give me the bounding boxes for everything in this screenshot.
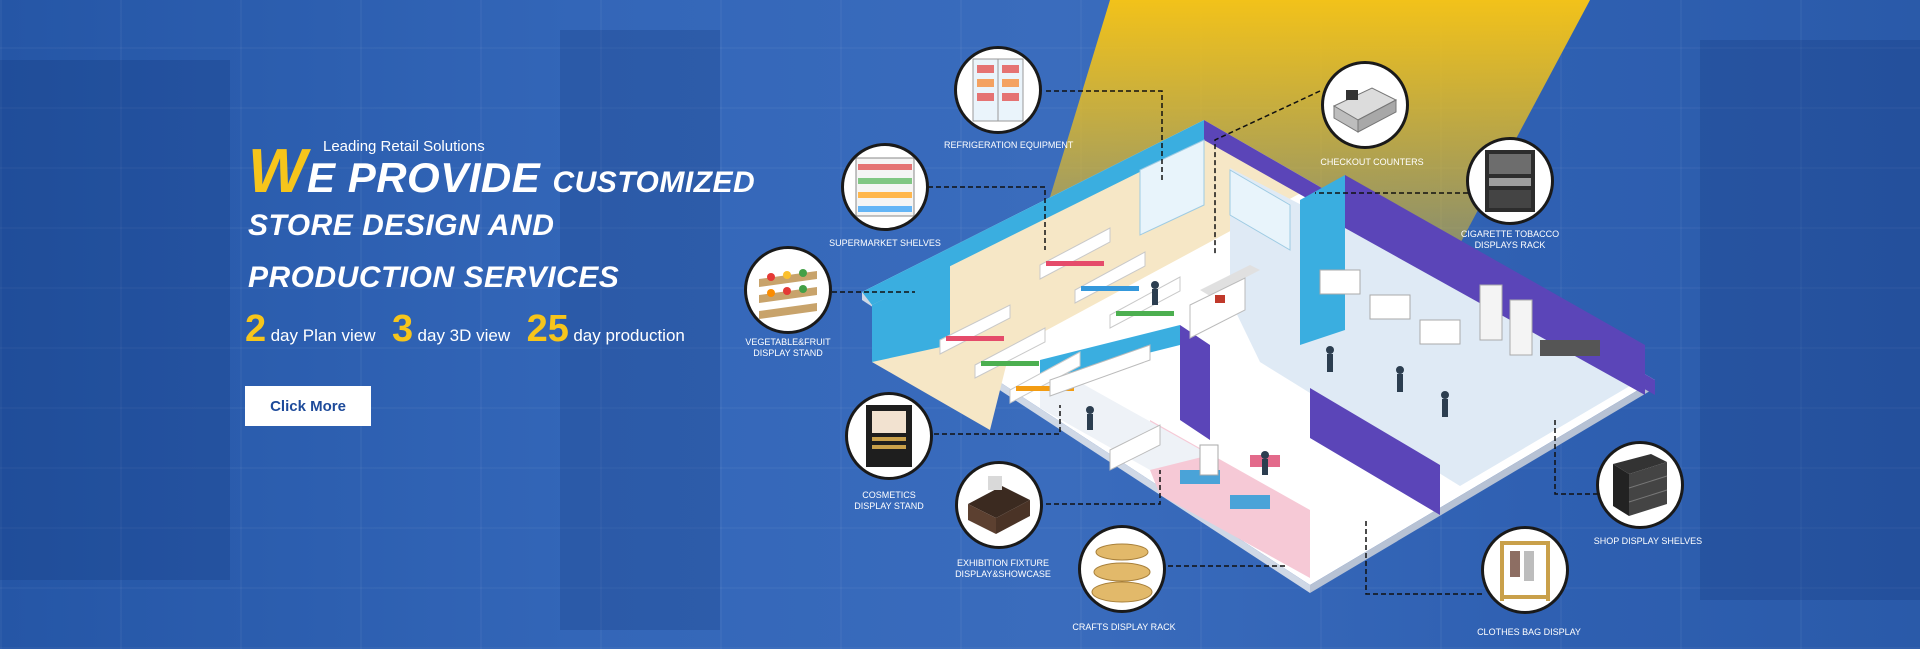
- headline-initial: W: [248, 137, 308, 206]
- crafts-display-rack-label: CRAFTS DISPLAY RACK: [1072, 622, 1176, 632]
- wooden-rack-icon: [1091, 543, 1153, 603]
- checkout-area: [1189, 265, 1260, 339]
- headline-main: E PROVIDE: [307, 154, 541, 201]
- cigarette-tobacco-rack-label: CIGARETTE TOBACCO DISPLAYS RACK: [1460, 229, 1560, 250]
- stat-number: 2: [245, 308, 267, 350]
- cosmetics-display-stand-thumbnail[interactable]: [845, 392, 933, 480]
- vegetable-fruit-stand-label: VEGETABLE&FRUIT DISPLAY STAND: [745, 337, 831, 358]
- stat-number: 3: [391, 308, 414, 350]
- clothes-bag-display-label: CLOTHES BAG DISPLAY: [1477, 627, 1581, 637]
- background-shelf: [1700, 40, 1920, 600]
- tobacco-cabinet-icon: [1485, 150, 1535, 212]
- headline-line-2: STORE DESIGN AND: [248, 209, 555, 242]
- cosmetics-display-stand-label: COSMETICS DISPLAY STAND: [854, 490, 924, 511]
- background-shelf: [560, 30, 720, 630]
- stat-text: day 3D view: [417, 326, 511, 345]
- clothes-bag-display-thumbnail[interactable]: [1481, 526, 1569, 614]
- produce-stand-icon: [759, 269, 817, 319]
- stat-text: day production: [573, 326, 685, 345]
- checkout-counter-icon: [1332, 87, 1398, 133]
- refrigeration-equipment-label: REFRIGERATION EQUIPMENT: [944, 140, 1074, 150]
- exhibition-fixture-showcase-thumbnail[interactable]: [955, 461, 1043, 549]
- checkout-counters-thumbnail[interactable]: [1321, 61, 1409, 149]
- metal-shelving-icon: [1613, 454, 1668, 516]
- appliance-display: [1319, 269, 1600, 356]
- garment-rack-icon: [1500, 541, 1550, 601]
- turnaround-stats: 2 day Plan view 3 day 3D view 25 day pro…: [245, 308, 697, 351]
- vegetable-fruit-stand-thumbnail[interactable]: [744, 246, 832, 334]
- shop-display-shelves-thumbnail[interactable]: [1596, 441, 1684, 529]
- stat-text: day Plan view: [270, 326, 376, 345]
- tagline: Leading Retail Solutions: [323, 138, 485, 155]
- checkout-counters-label: CHECKOUT COUNTERS: [1320, 157, 1424, 167]
- showcase-counter-icon: [968, 476, 1030, 534]
- exhibition-fixture-showcase-label: EXHIBITION FIXTURE DISPLAY&SHOWCASE: [955, 558, 1051, 579]
- fridge-icon: [972, 58, 1024, 122]
- supermarket-shelves-thumbnail[interactable]: [841, 143, 929, 231]
- refrigerator-row: [1139, 139, 1291, 251]
- headline-line-3: PRODUCTION SERVICES: [248, 261, 620, 294]
- cosmetics-floor: [1040, 360, 1210, 470]
- crafts-display-rack-thumbnail[interactable]: [1078, 525, 1166, 613]
- shop-display-shelves-label: SHOP DISPLAY SHELVES: [1593, 536, 1703, 546]
- refrigeration-equipment-thumbnail[interactable]: [954, 46, 1042, 134]
- stat-number: 25: [526, 308, 569, 350]
- headline-small: CUSTOMIZED: [552, 166, 756, 199]
- click-more-button[interactable]: Click More: [245, 386, 371, 426]
- cosmetics-counters: [1049, 344, 1161, 471]
- shopper-figures: [1086, 281, 1449, 475]
- supermarket-shelves-label: SUPERMARKET SHELVES: [829, 238, 941, 248]
- shelf-icon: [855, 157, 915, 217]
- cigarette-tobacco-rack-thumbnail[interactable]: [1466, 137, 1554, 225]
- background-shelf: [0, 60, 230, 580]
- cosmetics-cabinet-icon: [866, 405, 912, 467]
- back-wall-left: [862, 120, 1204, 305]
- headline-line-1: WE PROVIDE CUSTOMIZED: [248, 136, 755, 207]
